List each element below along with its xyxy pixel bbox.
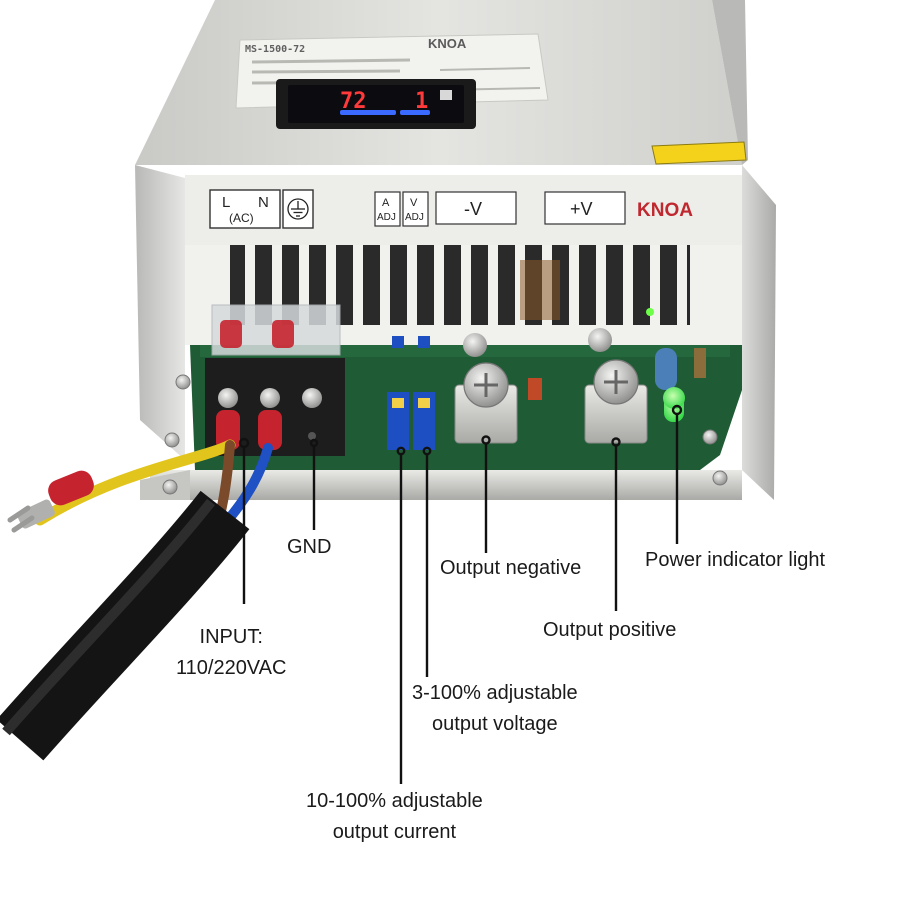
callout-gnd-text: GND xyxy=(287,536,332,558)
callout-voltage-adjust: 3-100% adjustable output voltage xyxy=(412,678,578,740)
legend-positive: +V xyxy=(570,199,593,219)
callout-power-light: Power indicator light xyxy=(645,545,825,576)
leader-lines xyxy=(238,404,683,784)
terminal-screw-icon xyxy=(218,388,238,408)
model-label: MS-1500-72 xyxy=(245,44,305,55)
ac-terminal-block xyxy=(205,304,345,456)
display-current-readout: 1 xyxy=(415,89,428,114)
mounting-screw-icon xyxy=(712,470,728,486)
terminal-legend: L N (AC) A ADJ V ADJ -V +V KNOA xyxy=(209,189,693,229)
callout-output-positive-text: Output positive xyxy=(543,619,677,641)
display-voltage-readout: 72 xyxy=(340,89,367,114)
ground-symbol-icon xyxy=(287,198,309,220)
callout-current-line2: output current xyxy=(332,821,457,843)
adjustment-trimmers xyxy=(387,336,435,450)
case-screw-icon xyxy=(164,432,180,448)
terminal-screw-icon xyxy=(260,388,280,408)
case-right-side xyxy=(742,165,776,500)
legend-ac: (AC) xyxy=(229,211,254,225)
ring-terminal-n xyxy=(258,410,282,450)
callout-current-adjust: 10-100% adjustable output current xyxy=(306,786,483,848)
mounting-screw-icon xyxy=(162,479,178,495)
legend-a-adj: ADJ xyxy=(377,212,396,223)
capacitor xyxy=(655,348,677,390)
pcb-screw-icon xyxy=(702,429,718,445)
terminal-screw-icon xyxy=(302,388,322,408)
output-terminals xyxy=(454,328,648,444)
callout-output-positive: Output positive xyxy=(543,615,676,646)
label-brand: KNOA xyxy=(428,36,467,51)
ring-terminal-l xyxy=(216,410,240,450)
callout-output-negative-text: Output negative xyxy=(440,557,582,579)
callout-input: INPUT: 110/220VAC xyxy=(176,622,286,684)
ac-power-cable xyxy=(0,439,273,761)
ring-terminal-cable xyxy=(48,470,94,506)
panel-brand-logo: KNOA xyxy=(637,200,693,221)
base-plate xyxy=(150,470,742,500)
legend-v: V xyxy=(410,197,418,209)
legend-line-n: N xyxy=(258,194,269,211)
callout-output-negative: Output negative xyxy=(440,553,581,584)
transformer-coil xyxy=(520,260,560,320)
warning-sticker xyxy=(651,141,747,165)
callout-voltage-line2: output voltage xyxy=(432,713,558,735)
legend-line-l: L xyxy=(222,194,230,211)
digital-display: 72 1 xyxy=(276,79,476,129)
callout-power-light-text: Power indicator light xyxy=(645,549,826,571)
callout-input-line2: 110/220VAC xyxy=(176,657,287,679)
callout-gnd: GND xyxy=(287,532,331,563)
case-top-edge xyxy=(712,0,748,165)
callout-voltage-line1: 3-100% adjustable xyxy=(412,682,578,704)
legend-v-adj: ADJ xyxy=(405,212,424,223)
legend-a: A xyxy=(382,197,390,209)
callout-current-line1: 10-100% adjustable xyxy=(306,790,483,812)
case-left-side xyxy=(135,165,185,460)
callout-input-line1: INPUT: xyxy=(199,626,263,648)
legend-negative: -V xyxy=(464,199,482,219)
case-screw-icon xyxy=(175,374,191,390)
